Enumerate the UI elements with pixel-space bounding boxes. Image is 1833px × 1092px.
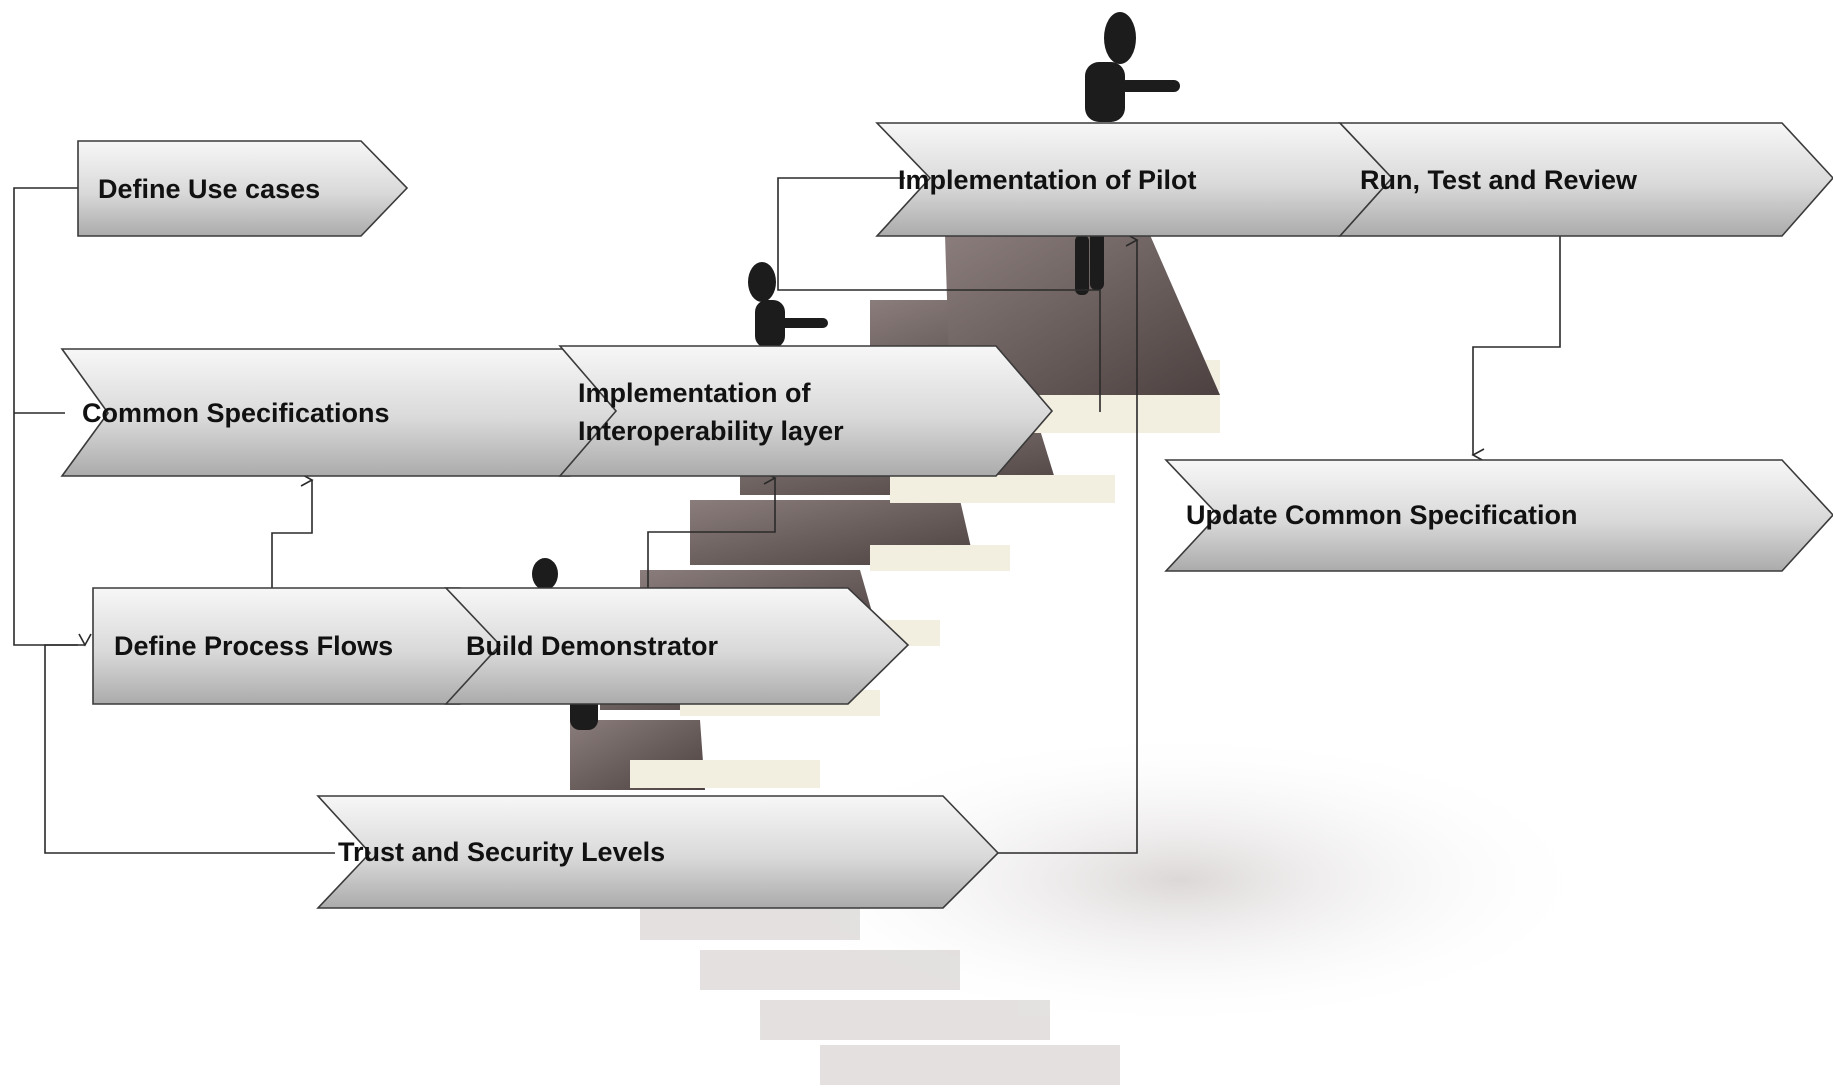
label-define-use-cases: Define Use cases xyxy=(98,170,320,208)
label-interoperability-line2: Interoperability layer xyxy=(578,412,844,450)
connector-review-to-update xyxy=(1473,236,1560,455)
label-interoperability-line1: Implementation of xyxy=(578,374,811,412)
connector-use-cases-bracket xyxy=(14,188,85,645)
label-implementation-pilot: Implementation of Pilot xyxy=(898,161,1197,199)
connector-flows-to-specs xyxy=(272,480,312,588)
stair-steps xyxy=(570,235,1220,790)
label-update-common-specification: Update Common Specification xyxy=(1186,496,1578,534)
label-common-specifications: Common Specifications xyxy=(82,394,390,432)
figure-middle xyxy=(748,262,828,348)
label-run-test-review: Run, Test and Review xyxy=(1360,161,1637,199)
label-define-process-flows: Define Process Flows xyxy=(114,627,393,665)
label-build-demonstrator: Build Demonstrator xyxy=(466,627,718,665)
label-trust-security-levels: Trust and Security Levels xyxy=(338,833,665,871)
